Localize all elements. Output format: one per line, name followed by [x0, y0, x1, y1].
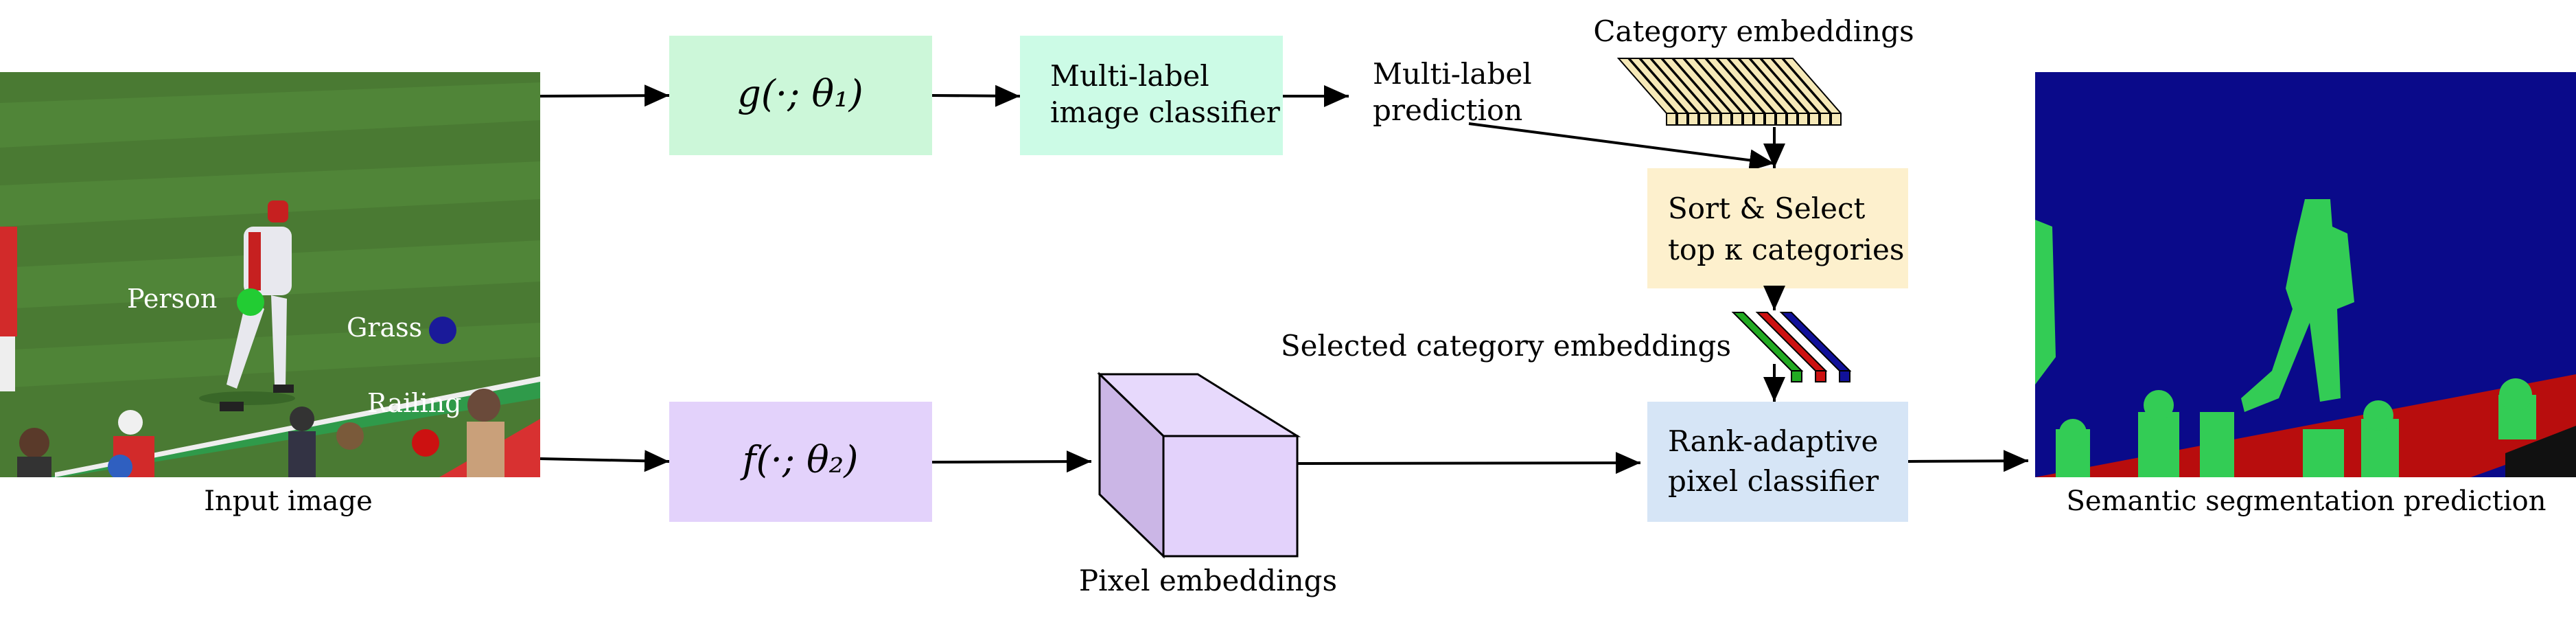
arrow-image-to-g: [539, 84, 670, 107]
person-point: [237, 288, 264, 316]
pixel-classifier-line1: Rank-adaptive: [1668, 424, 1878, 458]
segmentation-caption: Semantic segmentation prediction: [2066, 485, 2546, 517]
grass-label: Grass: [347, 312, 422, 343]
crowd: [17, 389, 504, 477]
pixel-embeddings-cube: [1097, 371, 1301, 559]
arrow-image-to-f: [539, 450, 670, 472]
f-function-box: [669, 402, 932, 522]
multilabel-prediction-line1: Multi-label: [1373, 57, 1532, 91]
f-function-label: f(·; θ₂): [740, 438, 859, 481]
multilabel-prediction-line2: prediction: [1373, 93, 1522, 127]
sort-select-line1: Sort & Select: [1668, 192, 1866, 225]
selected-embedding-green: [1731, 312, 1804, 382]
category-embeddings-label: Category embeddings: [1593, 14, 1914, 48]
pixel-embeddings-label: Pixel embeddings: [1079, 564, 1337, 597]
classifier-line1: Multi-label: [1050, 59, 1209, 93]
pixel-classifier-line2: pixel classifier: [1668, 464, 1879, 498]
arrow-cube-to-pixel-classifier: [1297, 452, 1641, 474]
selected-embeddings-label: Selected category embeddings: [1281, 329, 1731, 363]
railing-point: [412, 429, 439, 457]
sort-select-line2: top κ categories: [1668, 233, 1904, 266]
classifier-line2: image classifier: [1050, 95, 1281, 129]
arrow-prediction-to-sort: [1468, 122, 1775, 172]
selected-embedding-red: [1755, 312, 1828, 382]
segmentation-map: [2035, 72, 2576, 477]
g-function-label: g(·; θ₁): [737, 72, 863, 115]
g-function-box: [669, 36, 932, 155]
railing-label: Railing: [367, 388, 461, 418]
selected-embeddings: [1731, 312, 1852, 382]
input-image: Person Grass Railing: [0, 72, 540, 477]
classifier-box: [1020, 36, 1283, 155]
person-label: Person: [127, 284, 217, 314]
selected-embedding-blue: [1779, 312, 1852, 382]
sort-select-box: [1647, 168, 1908, 288]
arrow-f-to-cube: [931, 450, 1092, 473]
pixel-classifier-box: [1647, 402, 1908, 522]
category-embeddings-stack: [1616, 58, 1842, 126]
input-image-caption: Input image: [204, 485, 373, 517]
arrow-g-to-classifier: [931, 84, 1021, 107]
player-figure: [199, 201, 295, 411]
grass-point: [429, 317, 456, 344]
